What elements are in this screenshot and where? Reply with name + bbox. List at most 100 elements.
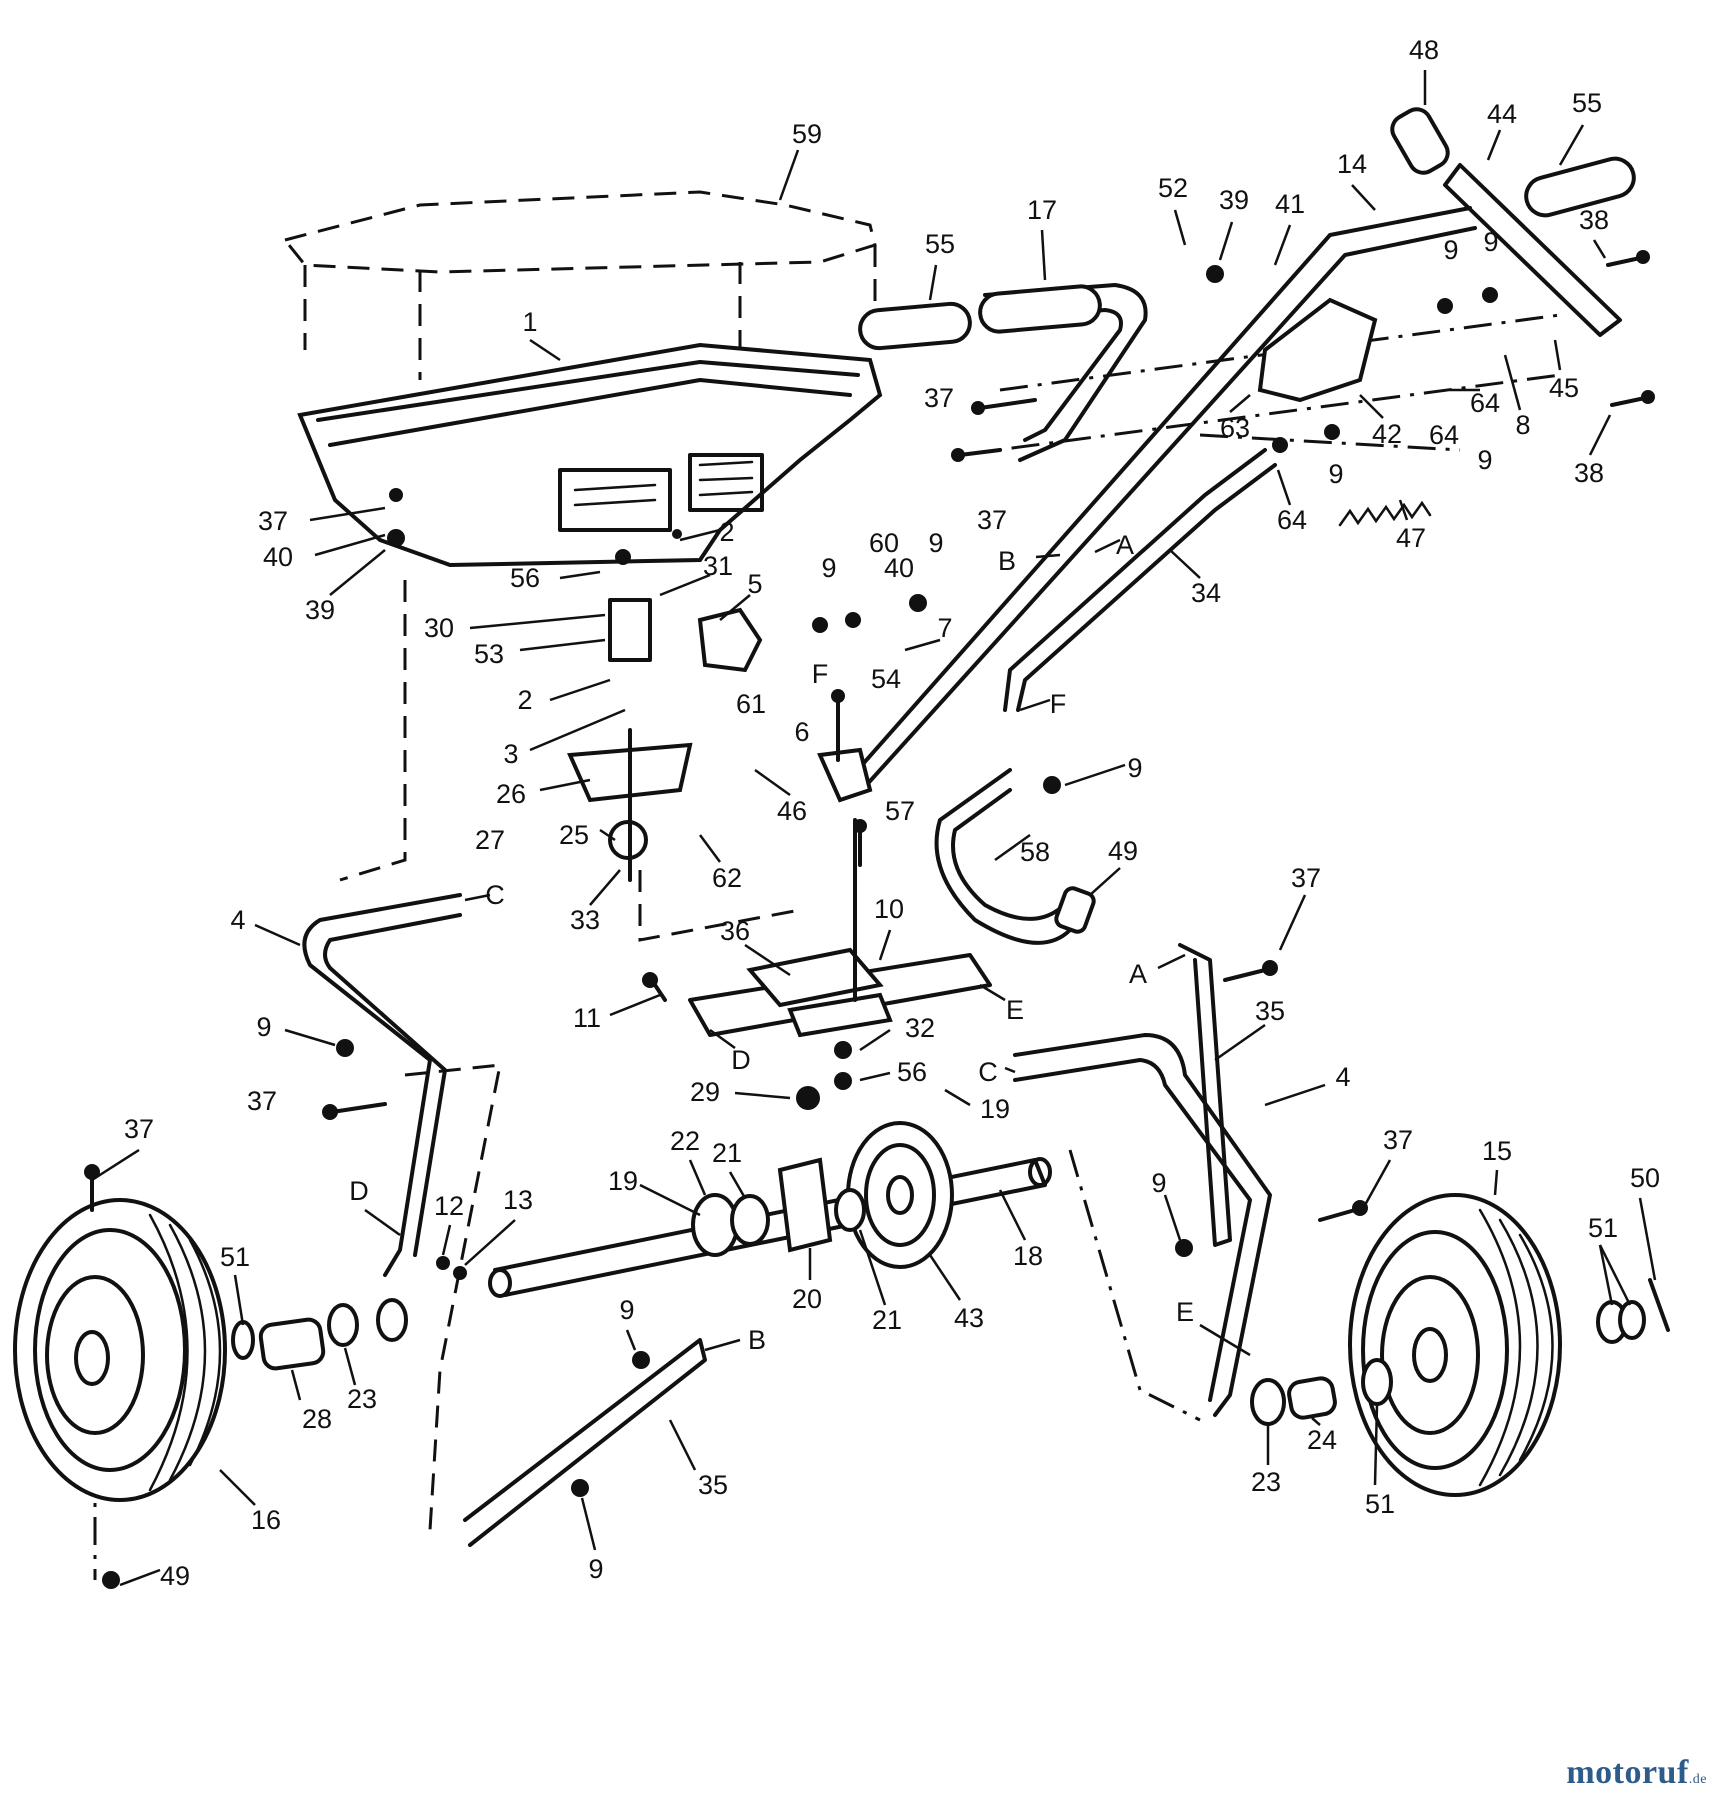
callout-label: 4 (1335, 1062, 1350, 1092)
callout-label: 58 (1020, 837, 1050, 867)
callout-label: C (485, 880, 505, 910)
callout-label: 13 (503, 1185, 533, 1215)
callout-label: 45 (1549, 373, 1579, 403)
callout-label: 11 (573, 1003, 601, 1033)
callout-label: 56 (510, 563, 540, 593)
callout-label: E (1006, 995, 1024, 1025)
callout-label: A (1116, 530, 1134, 560)
upper-brace (1178, 943, 1232, 1247)
callout-label: 17 (1027, 195, 1057, 225)
callout-label: 18 (1013, 1241, 1043, 1271)
rate-label-panel (558, 468, 672, 532)
callout-label: 30 (424, 613, 454, 643)
callout-label: 2 (719, 517, 734, 547)
callout-label: 9 (1328, 459, 1343, 489)
callout-label: F (812, 659, 829, 689)
lower-brace (463, 1338, 707, 1547)
callout-label: 49 (160, 1561, 190, 1591)
callout-label: 59 (792, 119, 822, 149)
gear-assembly (567, 598, 763, 882)
callout-label: 40 (884, 553, 914, 583)
callout-label: 19 (608, 1166, 638, 1196)
callout-label: 9 (588, 1554, 603, 1584)
callout-label: 23 (1251, 1467, 1281, 1497)
callout-label: 6 (794, 717, 809, 747)
callout-label: 44 (1487, 99, 1517, 129)
top-bar-assembly (1390, 107, 1636, 337)
callout-label: 37 (258, 506, 288, 536)
callout-label: B (748, 1325, 766, 1355)
brand-watermark: motoruf.de (1566, 1754, 1707, 1792)
callout-label: 46 (777, 796, 807, 826)
callout-label: 64 (1470, 388, 1500, 418)
leader-lines (91, 70, 1657, 1587)
callout-label: 51 (1588, 1213, 1618, 1243)
upper-grip-assembly (858, 283, 1148, 462)
callout-label: 39 (1219, 185, 1249, 215)
callout-label: 61 (736, 689, 766, 719)
callout-label: 55 (925, 229, 955, 259)
callout-label: 37 (1383, 1125, 1413, 1155)
control-arm (1003, 448, 1267, 712)
callout-label: 9 (1483, 227, 1498, 257)
callout-label: D (349, 1176, 369, 1206)
callout-label: 9 (1443, 235, 1458, 265)
callout-label: 9 (1127, 753, 1142, 783)
callout-label: 43 (954, 1303, 984, 1333)
hopper (297, 342, 883, 568)
callout-label: 35 (1255, 996, 1285, 1026)
callout-label: 26 (496, 779, 526, 809)
callout-label: 39 (305, 595, 335, 625)
callout-label: 14 (1337, 149, 1367, 179)
lever-plate (1257, 297, 1378, 403)
left-leg (302, 893, 462, 1277)
callout-label: 37 (924, 383, 954, 413)
callout-label: 60 (869, 528, 899, 558)
left-wheel (13, 1198, 227, 1502)
right-leg (1013, 1033, 1272, 1417)
callout-label: 23 (347, 1384, 377, 1414)
callout-label: 38 (1574, 458, 1604, 488)
callout-label: 40 (263, 542, 293, 572)
callout-label: 56 (897, 1057, 927, 1087)
callout-label: D (731, 1045, 751, 1075)
callout-label: 8 (1515, 410, 1530, 440)
callout-label: 37 (247, 1086, 277, 1116)
callout-label: 41 (1275, 189, 1305, 219)
brand-tld: .de (1688, 1772, 1707, 1787)
callout-label: 7 (937, 613, 952, 643)
callout-label: 33 (570, 905, 600, 935)
callout-label: F (1050, 689, 1067, 719)
callout-label: 52 (1158, 173, 1188, 203)
spring (1338, 500, 1432, 527)
right-wheel (1348, 1193, 1562, 1497)
brand-name: motoruf (1566, 1754, 1689, 1791)
callout-label: 37 (124, 1114, 154, 1144)
axle (488, 1157, 1052, 1298)
callout-label: 31 (703, 551, 733, 581)
callout-label: 4 (230, 905, 245, 935)
callout-label: 20 (792, 1284, 822, 1314)
callout-label: 57 (885, 796, 915, 826)
callout-label: 49 (1108, 836, 1138, 866)
callout-label: 5 (747, 569, 762, 599)
callout-label: 15 (1482, 1136, 1512, 1166)
callout-label: 36 (720, 916, 750, 946)
callout-label: 53 (474, 639, 504, 669)
fasteners (84, 250, 1655, 1589)
callout-label: 37 (977, 505, 1007, 535)
callout-label: 1 (522, 307, 537, 337)
callout-label: 9 (256, 1012, 271, 1042)
callout-label: 21 (872, 1305, 902, 1335)
callout-label: 48 (1409, 35, 1439, 65)
callout-label: 22 (670, 1126, 700, 1156)
callout-label: 50 (1630, 1163, 1660, 1193)
drive-gear (846, 1121, 954, 1269)
callout-label: 55 (1572, 88, 1602, 118)
callout-label: 64 (1429, 420, 1459, 450)
callout-label: 9 (1477, 445, 1492, 475)
callout-label: 37 (1291, 863, 1321, 893)
frame-cross-member (688, 818, 992, 1038)
callout-label: 12 (434, 1191, 464, 1221)
